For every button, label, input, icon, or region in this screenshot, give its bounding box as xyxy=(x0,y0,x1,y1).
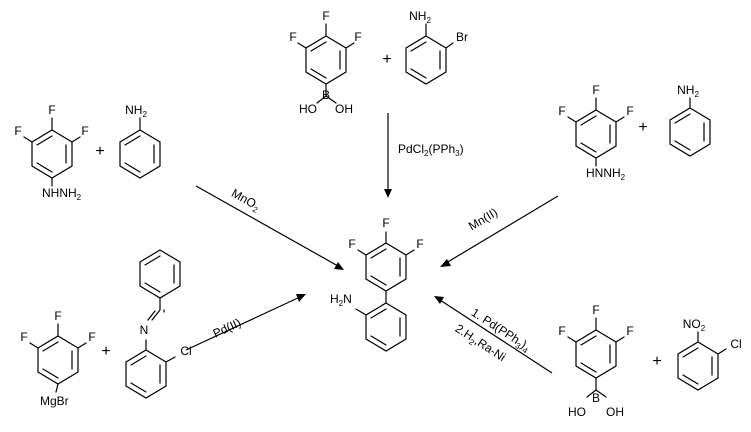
fluorine-label: F xyxy=(48,103,55,117)
fluorine-label: F xyxy=(626,324,633,338)
reagent-bromoaniline-top: NH2 Br xyxy=(405,9,468,85)
amine-label: H2N xyxy=(330,292,352,308)
fluorine-label: F xyxy=(88,330,95,344)
plus-sign: + xyxy=(95,143,104,160)
arrowhead xyxy=(434,296,444,304)
fluorine-label: F xyxy=(14,124,21,138)
plus-sign: + xyxy=(101,343,110,360)
reagent-aniline-left: NH2 xyxy=(119,103,161,179)
boron-label: B xyxy=(322,88,330,102)
amine-label: NH2 xyxy=(125,103,147,119)
hydrazine-label: HNNH2 xyxy=(586,166,626,182)
condition-right: Mn(II) xyxy=(466,205,500,233)
plus-sign: + xyxy=(652,353,661,370)
hydroxyl-label: HO xyxy=(299,102,317,116)
reagent-trifluorophenylhydrazine-right: F F F HNNH2 xyxy=(558,83,633,182)
reagent-trifluorophenylmagnesium-bromide: F F F MgBr xyxy=(20,309,95,408)
fluorine-label: F xyxy=(354,30,361,44)
fluorine-label: F xyxy=(54,309,61,323)
reagent-chlorophenyl-imine: N Cl xyxy=(125,249,192,399)
hydroxyl-label: HO xyxy=(568,405,586,419)
reagent-trifluorophenylhydrazine-left: F F F NHNH2 xyxy=(14,103,88,202)
reagent-trifluorophenylboronic-acid-bottom: F F F B HO OH xyxy=(558,303,633,419)
boron-label: B xyxy=(592,391,600,405)
condition-left: MnO2 xyxy=(228,186,263,215)
arrowhead xyxy=(296,294,306,302)
hydroxyl-label: OH xyxy=(335,102,353,116)
condition-top: PdCl2(PPh3) xyxy=(398,142,464,158)
amine-label: NH2 xyxy=(409,9,431,25)
reaction-arrows xyxy=(185,113,559,374)
hydrazine-label: NHNH2 xyxy=(42,186,82,202)
arrow-bottom-right xyxy=(439,299,553,374)
hydroxyl-label: OH xyxy=(606,405,624,419)
chlorine-label: Cl xyxy=(730,337,741,351)
condition-bottom-left: Pd(II) xyxy=(211,316,244,341)
nitro-label: NO2 xyxy=(683,317,706,333)
magnesium-bromide-label: MgBr xyxy=(40,394,69,408)
fluorine-label: F xyxy=(348,237,355,251)
arrow-left xyxy=(195,185,339,267)
fluorine-label: F xyxy=(322,9,329,23)
nitrogen-label: N xyxy=(140,323,149,337)
fluorine-label: F xyxy=(558,324,565,338)
arrow-bottom-left xyxy=(185,296,301,351)
fluorine-label: F xyxy=(592,83,599,97)
plus-sign: + xyxy=(638,119,647,136)
fluorine-label: F xyxy=(592,303,599,317)
arrowhead xyxy=(440,259,451,267)
fluorine-label: F xyxy=(289,30,296,44)
amine-label: NH2 xyxy=(677,83,699,99)
fluorine-label: F xyxy=(416,237,423,251)
reagent-aniline-right: NH2 xyxy=(669,83,711,157)
bromine-label: Br xyxy=(456,30,468,44)
reagent-trifluorophenylboronic-acid-top: F F F B HO OH xyxy=(289,9,361,116)
fluorine-label: F xyxy=(20,330,27,344)
arrowhead xyxy=(334,262,344,270)
reagent-chloronitrobenzene: NO2 Cl xyxy=(677,317,742,391)
arrow-right xyxy=(445,195,559,264)
fluorine-label: F xyxy=(626,104,633,118)
product-trifluorobiphenylamine: F F F H2N xyxy=(330,216,424,352)
chlorine-label: Cl xyxy=(180,344,191,358)
fluorine-label: F xyxy=(81,124,88,138)
plus-sign: + xyxy=(382,51,391,68)
arrowhead xyxy=(384,189,392,198)
fluorine-label: F xyxy=(558,104,565,118)
fluorine-label: F xyxy=(382,216,389,230)
